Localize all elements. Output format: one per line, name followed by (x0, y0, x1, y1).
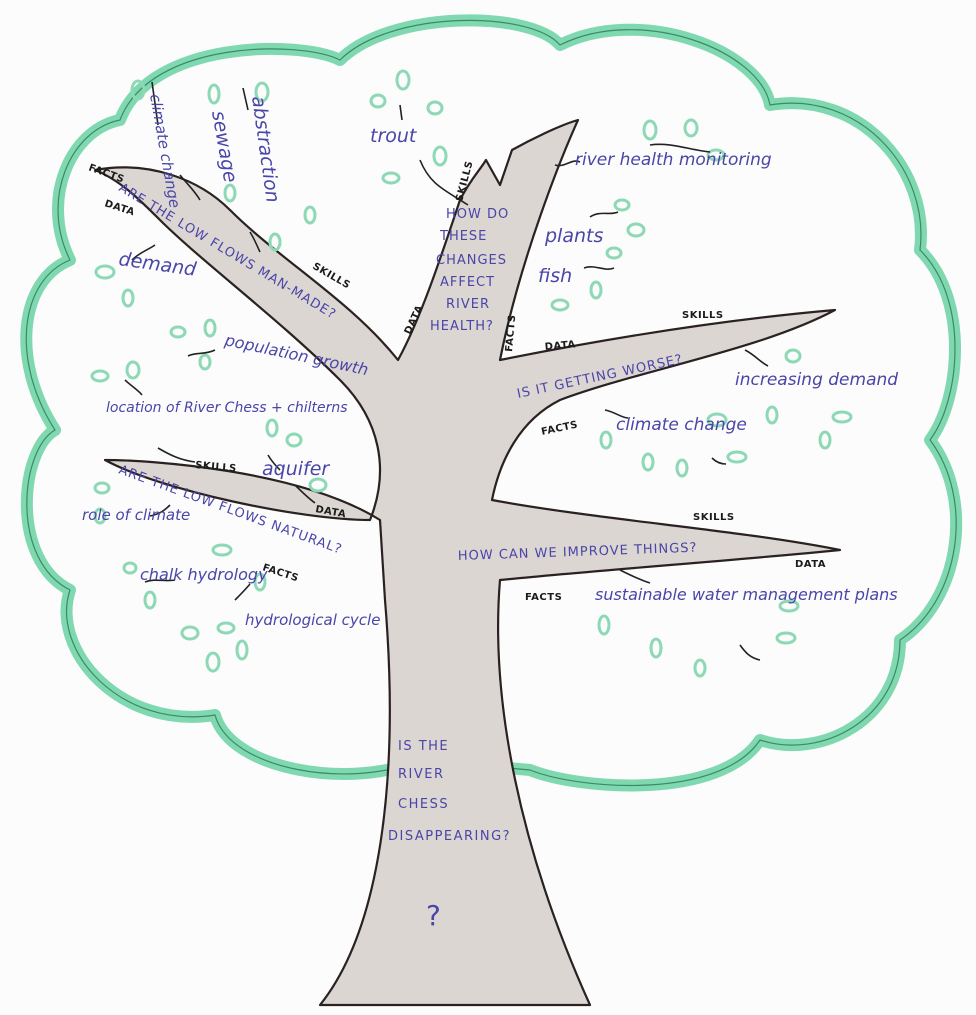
upper-branch-question-line: HEALTH? (430, 319, 494, 334)
manmade-facts-tag: FACTS (87, 162, 126, 185)
leaf-label-location: location of River Chess + chilterns (106, 400, 348, 416)
upper-branch-question-line: CHANGES (436, 253, 507, 268)
leaf-label-sustainable-water: sustainable water management plans (595, 585, 898, 604)
leaf-label-sewage: sewage (207, 109, 241, 184)
leaf-label-climate-change-2: climate change (616, 415, 747, 435)
leaf-mark (90, 369, 110, 383)
leaf-mark (426, 100, 444, 116)
tree-trunk (93, 118, 842, 1007)
leaf-mark (784, 348, 802, 364)
leaf-mark (198, 353, 212, 371)
upper-branch-question-line: RIVER (446, 297, 490, 312)
upper-branch-question: HOW DO THESE CHANGES AFFECT RIVER HEALTH… (430, 207, 509, 334)
leaf-mark (207, 83, 221, 105)
worse-skills-tag: SKILLS (682, 310, 724, 321)
leaf-label-demand: demand (117, 248, 198, 281)
trunk-question-mark: ? (426, 899, 441, 932)
upper-branch-question-line: AFFECT (440, 275, 495, 290)
leaf-mark (94, 264, 116, 280)
leaf-mark (706, 412, 728, 428)
leaf-mark (93, 507, 107, 525)
trunk-question: IS THE RIVER CHESS DISAPPEARING? ? (388, 739, 511, 932)
leaf-mark (143, 590, 157, 610)
leaf-mark (285, 432, 303, 448)
leaf-mark (369, 93, 387, 109)
leaf-mark (223, 183, 237, 203)
leaf-mark (253, 572, 267, 592)
leaf-label-plants: plants (544, 225, 603, 247)
leaf-mark (122, 561, 138, 575)
leaf-mark (395, 69, 411, 91)
leaf-mark (93, 481, 111, 495)
leaf-label-fish: fish (538, 265, 572, 287)
leaf-mark (693, 658, 707, 678)
leaf-label-aquifer: aquifer (262, 458, 330, 480)
leaf-label-increasing-demand: increasing demand (735, 370, 898, 390)
trunk-question-line: IS THE (398, 739, 449, 754)
improve-data-tag: DATA (795, 559, 826, 570)
leaf-cluster (90, 69, 853, 678)
leaf-mark (308, 477, 328, 493)
upper-branch-question-line: HOW DO (446, 207, 509, 222)
leaf-label-hydrological-cycle: hydrological cycle (245, 611, 380, 629)
connector-lines (124, 81, 769, 661)
leaf-mark (268, 232, 282, 252)
leaf-mark (121, 288, 135, 308)
leaf-mark (775, 631, 797, 645)
improve-skills-tag: SKILLS (693, 512, 735, 523)
leaf-mark (597, 614, 611, 636)
leaf-mark (649, 637, 663, 659)
leaf-mark (381, 171, 401, 185)
leaf-mark (778, 599, 800, 613)
leaf-mark (203, 318, 217, 338)
leaf-mark (432, 145, 448, 167)
leaf-mark (831, 410, 853, 424)
upper-branch-facts-tag: FACTS (504, 314, 518, 352)
worse-data-tag: DATA (544, 339, 576, 353)
natural-skills-tag: SKILLS (195, 460, 237, 475)
leaf-label-abstraction: abstraction (247, 95, 284, 204)
leaf-mark (765, 405, 779, 425)
leaf-label-role-of-climate: role of climate (82, 506, 190, 524)
leaf-mark (169, 325, 187, 339)
leaf-mark (205, 651, 221, 673)
leaf-mark (550, 298, 570, 312)
leaf-mark (130, 79, 146, 101)
leaf-mark (626, 222, 646, 238)
trunk-question-line: DISAPPEARING? (388, 829, 511, 844)
leaf-label-trout: trout (370, 125, 418, 147)
leaf-mark (706, 148, 726, 162)
leaf-mark (683, 118, 699, 138)
leaf-mark (589, 280, 603, 300)
leaf-mark (216, 621, 236, 635)
leaf-mark (180, 625, 200, 641)
trunk-question-line: RIVER (398, 767, 445, 782)
leaf-mark (265, 418, 279, 438)
leaf-mark (726, 450, 748, 464)
improve-facts-tag: FACTS (525, 592, 562, 603)
upper-branch-question-line: THESE (439, 229, 487, 244)
natural-data-tag: DATA (314, 504, 347, 520)
canopy-inner-line (25, 19, 957, 787)
leaf-mark (642, 119, 658, 141)
leaf-mark (818, 430, 832, 450)
leaf-mark (254, 81, 270, 103)
leaf-label-river-health-monitoring: river health monitoring (575, 150, 772, 170)
leaf-mark (613, 198, 631, 212)
leaf-mark (605, 246, 623, 260)
leaf-mark (125, 360, 141, 380)
leaf-mark (641, 452, 655, 472)
worse-facts-tag: FACTS (540, 419, 579, 438)
leaf-mark (211, 543, 233, 557)
leaf-mark (303, 205, 317, 225)
leaf-mark (675, 458, 689, 478)
leaf-mark (235, 639, 249, 661)
leaf-label-chalk-hydrology: chalk hydrology (140, 565, 268, 584)
leaf-mark (599, 430, 613, 450)
trunk-question-line: CHESS (398, 797, 449, 812)
